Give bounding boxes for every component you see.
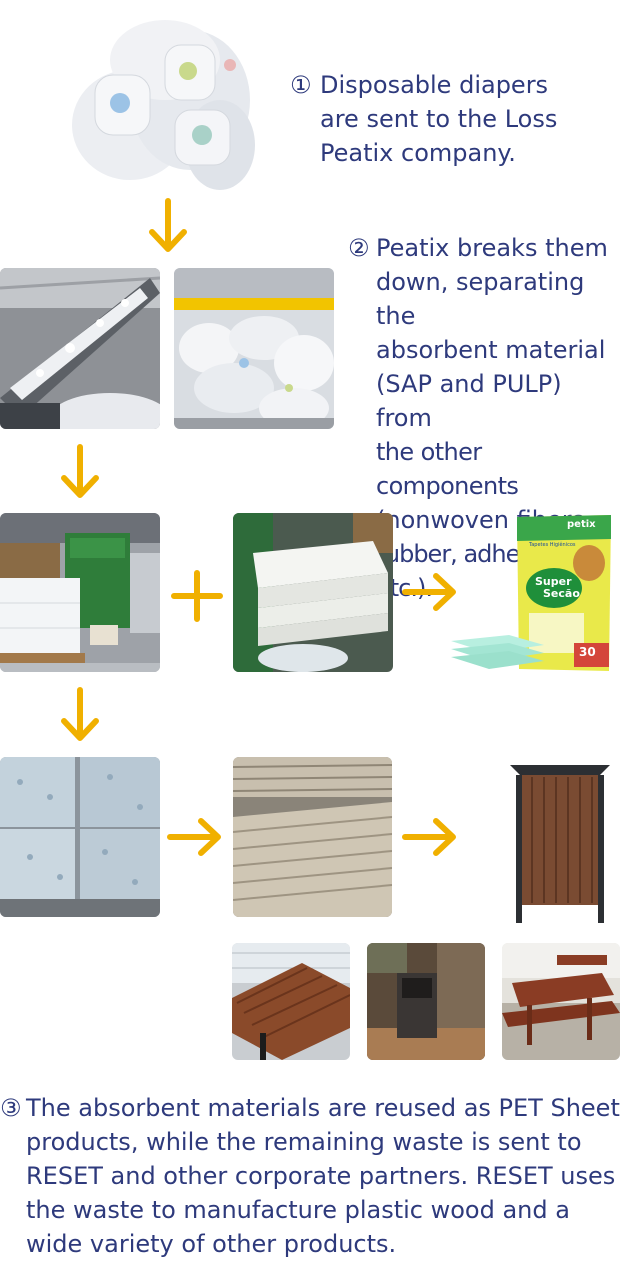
step3-line: The absorbent materials are reused as PE…	[26, 1094, 620, 1122]
step3-line: RESET and other corporate partners. RESE…	[26, 1162, 616, 1190]
step1-caption: ① Disposable diapers are sent to the Loss…	[290, 68, 610, 170]
step1-number: ①	[290, 71, 312, 99]
step3-line: the waste to manufacture plastic wood an…	[26, 1196, 570, 1224]
pack-name-line1: Super	[535, 575, 572, 588]
arrow-down-icon	[61, 444, 99, 498]
separated-material-photo	[174, 268, 334, 429]
diapers-photo	[70, 5, 255, 193]
outdoor-bin-photo	[367, 943, 485, 1060]
step3-line: wide variety of other products.	[26, 1230, 397, 1258]
pack-label: Tapetes Higiênicos	[529, 542, 576, 548]
step3-number: ③	[0, 1094, 22, 1122]
plastic-wood-photo	[233, 757, 392, 917]
pack-name-line2: Secão	[543, 587, 580, 600]
bench-photo	[232, 943, 350, 1060]
step2-line: (SAP and PULP) from	[376, 370, 562, 432]
arrow-right-icon	[402, 818, 456, 856]
arrow-right-icon	[167, 818, 221, 856]
step1-line: are sent to the Loss	[320, 105, 558, 133]
step3-line: products, while the remaining waste is s…	[26, 1128, 582, 1156]
arrow-down-icon	[61, 687, 99, 741]
absorbent-sheets-photo	[233, 513, 393, 672]
arrow-right-icon	[402, 573, 456, 611]
baling-machine-photo	[0, 513, 160, 672]
plus-icon	[171, 570, 223, 622]
step2-line: down, separating the	[376, 268, 585, 330]
residue-bales-photo	[0, 757, 160, 917]
step2-line: the other components	[376, 438, 519, 500]
trash-bin-product	[500, 757, 620, 927]
step2-number: ②	[348, 234, 370, 262]
arrow-down-icon	[149, 198, 187, 252]
step2-line: absorbent material	[376, 336, 606, 364]
step1-line: Peatix company.	[320, 139, 516, 167]
pack-brand: petix	[567, 519, 596, 530]
pack-count: 30	[579, 645, 596, 659]
picnic-table-photo	[502, 943, 620, 1060]
step1-line: Disposable diapers	[320, 71, 549, 99]
pet-pad-product: petix Tapetes Higiênicos Super Secão 30	[449, 513, 615, 673]
step2-line: Peatix breaks them	[376, 234, 608, 262]
conveyor-photo	[0, 268, 160, 429]
